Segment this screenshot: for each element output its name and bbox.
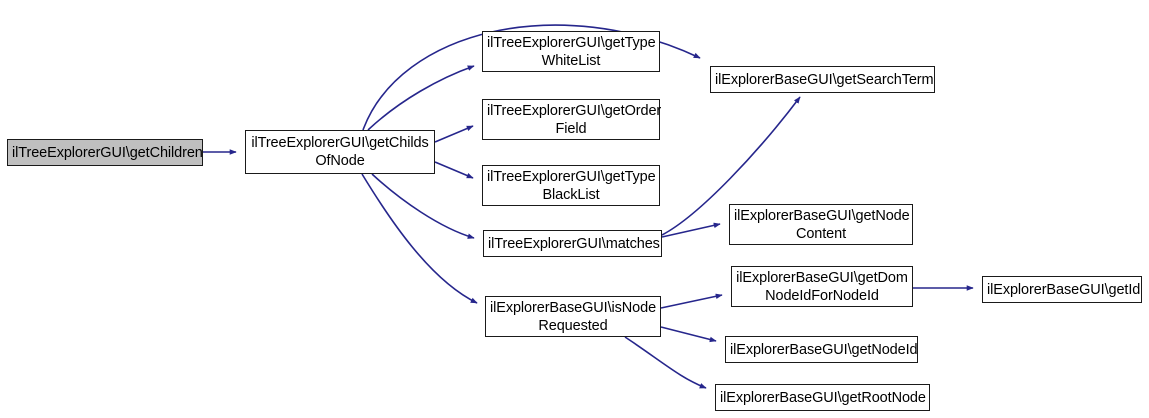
edge-getChildsOfNode-to-matches	[371, 173, 475, 239]
edge-matches-to-getNodeContent	[661, 222, 721, 238]
graph-node-getChildsOfNode[interactable]: ilTreeExplorerGUI\getChilds OfNode	[245, 130, 435, 174]
graph-node-getId[interactable]: ilExplorerBaseGUI\getId	[982, 276, 1142, 303]
graph-node-label-getChildsOfNode: ilTreeExplorerGUI\getChilds OfNode	[251, 135, 429, 169]
edge-isNodeRequested-to-getDomNodeIdForNodeId	[660, 293, 723, 309]
edge-getChildsOfNode-to-isNodeRequested	[361, 173, 478, 304]
edge-isNodeRequested-to-getNodeId	[660, 326, 717, 343]
graph-node-label-getTypeWhiteList: ilTreeExplorerGUI\getType WhiteList	[487, 34, 656, 69]
graph-node-label-matches: ilTreeExplorerGUI\matches	[488, 235, 660, 252]
graph-node-getTypeWhiteList[interactable]: ilTreeExplorerGUI\getType WhiteList	[482, 31, 660, 72]
graph-node-getChildren[interactable]: ilTreeExplorerGUI\getChildren	[7, 139, 203, 166]
graph-node-getNodeId[interactable]: ilExplorerBaseGUI\getNodeId	[725, 336, 918, 363]
graph-node-label-getNodeId: ilExplorerBaseGUI\getNodeId	[730, 341, 918, 358]
graph-node-label-getDomNodeIdForNodeId: ilExplorerBaseGUI\getDom NodeIdForNodeId	[736, 269, 908, 304]
edge-getChildsOfNode-to-getOrderField	[434, 125, 474, 143]
graph-node-label-getChildren: ilTreeExplorerGUI\getChildren	[12, 144, 203, 161]
graph-node-matches[interactable]: ilTreeExplorerGUI\matches	[483, 230, 662, 257]
graph-node-getRootNode[interactable]: ilExplorerBaseGUI\getRootNode	[715, 384, 930, 411]
graph-node-getOrderField[interactable]: ilTreeExplorerGUI\getOrder Field	[482, 99, 662, 140]
graph-node-label-getOrderField: ilTreeExplorerGUI\getOrder Field	[487, 102, 662, 137]
graph-node-label-getRootNode: ilExplorerBaseGUI\getRootNode	[720, 389, 926, 406]
graph-node-getNodeContent[interactable]: ilExplorerBaseGUI\getNode Content	[729, 204, 913, 245]
edge-getChildsOfNode-to-getTypeWhiteList	[367, 65, 475, 131]
graph-node-label-getSearchTerm: ilExplorerBaseGUI\getSearchTerm	[715, 71, 934, 88]
edge-getChildsOfNode-to-getTypeBlackList	[434, 161, 474, 179]
graph-node-getSearchTerm[interactable]: ilExplorerBaseGUI\getSearchTerm	[710, 66, 935, 93]
graph-node-isNodeRequested[interactable]: ilExplorerBaseGUI\isNode Requested	[485, 296, 661, 337]
graph-node-label-getNodeContent: ilExplorerBaseGUI\getNode Content	[734, 207, 910, 242]
edge-isNodeRequested-to-getRootNode	[624, 336, 707, 389]
graph-node-label-isNodeRequested: ilExplorerBaseGUI\isNode Requested	[490, 299, 657, 334]
graph-node-label-getId: ilExplorerBaseGUI\getId	[987, 281, 1141, 298]
graph-node-getTypeBlackList[interactable]: ilTreeExplorerGUI\getType BlackList	[482, 165, 660, 206]
graph-node-label-getTypeBlackList: ilTreeExplorerGUI\getType BlackList	[487, 168, 656, 203]
graph-node-getDomNodeIdForNodeId[interactable]: ilExplorerBaseGUI\getDom NodeIdForNodeId	[731, 266, 913, 307]
